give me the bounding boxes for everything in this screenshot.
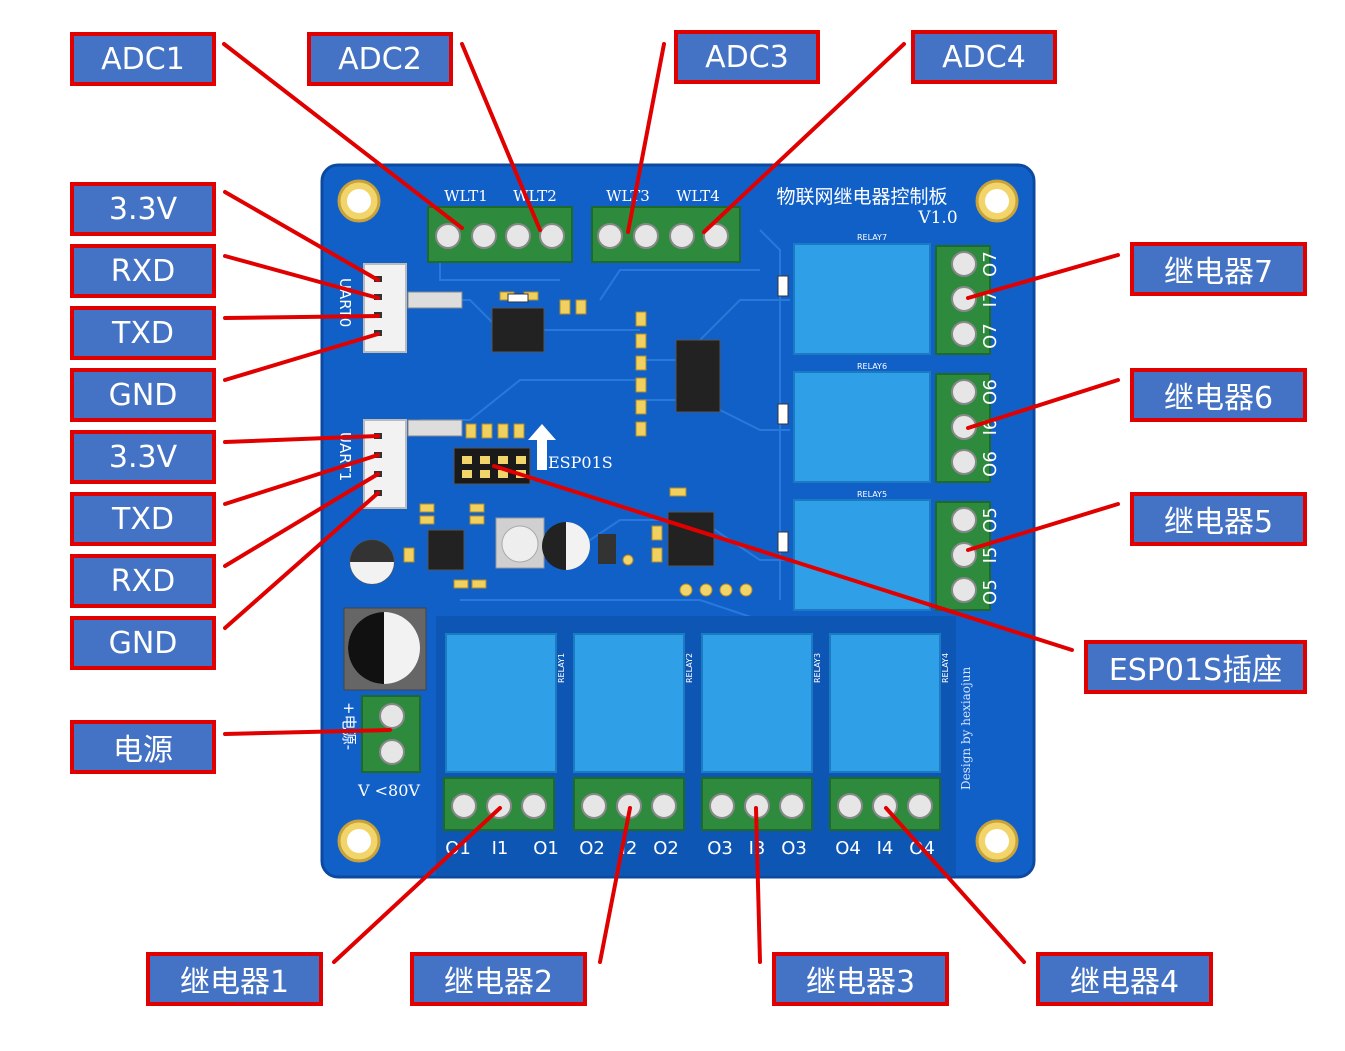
relay6-body [793, 371, 931, 483]
pin-o7-bottom: O7 [980, 323, 1001, 349]
adc-terminal-left [427, 206, 573, 263]
leader-adc1 [222, 42, 464, 230]
pin-o3-right: O3 [781, 838, 807, 859]
relay3-body [701, 633, 813, 773]
callout-relay2: 继电器2 [410, 952, 587, 1006]
relay1-body [445, 633, 557, 773]
leader-relay5 [966, 502, 1120, 552]
relay4-name: RELAY4 [941, 653, 950, 683]
pin-o2-right: O2 [653, 838, 679, 859]
pin-o1-right: O1 [533, 838, 559, 859]
esp-arrow-icon [528, 424, 556, 470]
wlt4-text: WLT4 [676, 187, 720, 205]
pin-i1: I1 [492, 838, 509, 859]
callout-relay7: 继电器7 [1130, 242, 1307, 296]
wlt2-text: WLT2 [513, 187, 557, 205]
wlt3-text: WLT3 [606, 187, 650, 205]
pin-o6-bottom: O6 [980, 451, 1001, 477]
inductor [501, 525, 539, 563]
callout-adc1: ADC1 [70, 32, 216, 86]
relay2-name: RELAY2 [685, 653, 694, 683]
leader-uart0-rxd [223, 254, 380, 300]
leader-adc4 [702, 42, 906, 234]
callout-uart0-rxd: RXD [70, 244, 216, 298]
power-silk-text: +电源- [340, 702, 358, 750]
leader-relay4 [884, 806, 1026, 964]
capacitor-c7 [542, 522, 590, 570]
uart0-connector [363, 263, 407, 353]
leader-relay1 [332, 806, 502, 964]
callout-relay5: 继电器5 [1130, 492, 1307, 546]
pin-o2-left: O2 [579, 838, 605, 859]
pin-o4-left: O4 [835, 838, 861, 859]
pin-o5-bottom: O5 [980, 579, 1001, 605]
bottom-relays [445, 633, 941, 773]
leader-power [223, 728, 392, 736]
relay3-name: RELAY3 [813, 653, 822, 683]
relay5-name: RELAY5 [857, 490, 887, 499]
mounting-holes [337, 179, 1019, 863]
relay6-name: RELAY6 [857, 362, 887, 371]
relay7-name: RELAY7 [857, 233, 887, 242]
callout-relay4: 继电器4 [1036, 952, 1213, 1006]
design-credit: Design by hexiaojun [959, 667, 973, 790]
callout-uart0-txd: TXD [70, 306, 216, 360]
leader-uart1-txd [223, 453, 380, 506]
capacitor-c2 [349, 539, 395, 585]
callout-uart1-gnd: GND [70, 616, 216, 670]
right-terminals [935, 245, 991, 611]
relay1-name: RELAY1 [557, 653, 566, 683]
pin-o6-top: O6 [980, 379, 1001, 405]
leader-uart0-gnd [223, 332, 380, 382]
relay7-body [793, 243, 931, 355]
leader-relay6 [966, 378, 1120, 430]
regulator-pads [622, 554, 753, 597]
pin-o5-top: O5 [980, 507, 1001, 533]
capacitor-c3 [343, 607, 427, 691]
callout-relay1: 继电器1 [146, 952, 323, 1006]
leader-uart1-rxd [223, 472, 380, 568]
bottom-terminals [443, 777, 941, 831]
relay5-body [793, 499, 931, 611]
adc-terminal-right [591, 206, 741, 263]
leader-relay7 [966, 253, 1120, 300]
callout-adc3: ADC3 [674, 30, 820, 84]
leader-uart1-gnd [223, 491, 380, 630]
callout-uart0-3v3: 3.3V [70, 182, 216, 236]
callout-relay3: 继电器3 [772, 952, 949, 1006]
leader-uart0-3v3 [223, 190, 380, 282]
voltage-text: V <80V [357, 781, 420, 800]
pin-i5: I5 [980, 547, 1001, 564]
leader-uart0-txd [223, 314, 380, 320]
relay2-body [573, 633, 685, 773]
right-relays [793, 243, 931, 611]
power-terminal [361, 695, 421, 773]
leader-lines [222, 42, 1120, 964]
callout-uart1-3v3: 3.3V [70, 430, 216, 484]
leader-relay2 [598, 806, 632, 964]
pin-o7-top: O7 [980, 251, 1001, 277]
callout-uart0-gnd: GND [70, 368, 216, 422]
uart1-connector [363, 419, 407, 509]
pin-i4: I4 [877, 838, 894, 859]
board-version: V1.0 [917, 208, 957, 228]
leader-adc2 [460, 42, 542, 232]
leader-uart1-3v3 [223, 434, 380, 444]
leader-relay3 [754, 806, 762, 964]
callout-esp-socket: ESP01S插座 [1084, 640, 1307, 694]
esp01s-text: ESP01S [548, 453, 613, 472]
callout-adc4: ADC4 [911, 30, 1057, 84]
wlt1-text: WLT1 [444, 187, 488, 205]
callout-uart1-rxd: RXD [70, 554, 216, 608]
board-title: 物联网继电器控制板 [776, 186, 947, 208]
callout-uart1-txd: TXD [70, 492, 216, 546]
relay4-body [829, 633, 941, 773]
leader-adc3 [626, 42, 666, 234]
pin-o3-left: O3 [707, 838, 733, 859]
callout-adc2: ADC2 [307, 32, 453, 86]
callout-relay6: 继电器6 [1130, 368, 1307, 422]
leader-esp-socket [492, 464, 1074, 652]
callout-power: 电源 [70, 720, 216, 774]
